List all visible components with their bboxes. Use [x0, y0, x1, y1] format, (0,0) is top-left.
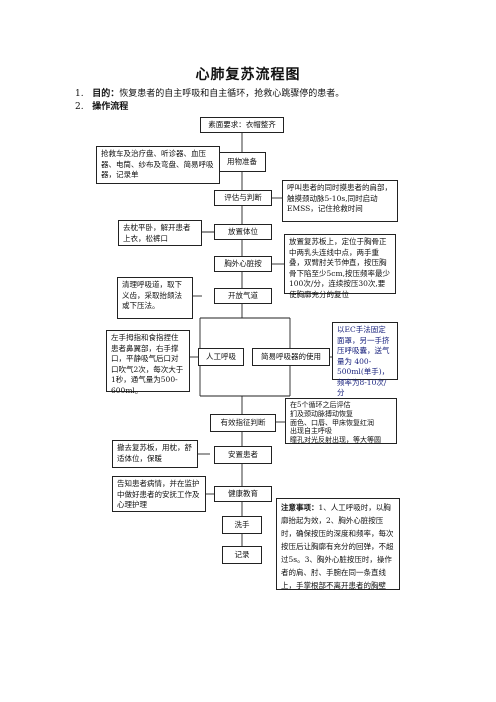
process-label: 操作流程: [92, 102, 129, 112]
assessment-box: 评估与判断: [214, 190, 272, 206]
effectiveness-check-box: 有效指征判断: [210, 414, 276, 432]
supply-preparation-box: 用物准备: [218, 152, 266, 172]
item-number: 1.: [75, 89, 84, 99]
hand-washing-box: 洗手: [222, 516, 262, 534]
position-box: 放置体位: [214, 224, 272, 240]
assessment-note: 呼叫患者的同时摸患者的肩部，触摸颈动脉5-10s,同时启动EMSS，记住抢救时间: [282, 180, 398, 222]
mouth-to-mouth-note: 左手拇指和食指捏住患者鼻翼部，右手撑口，平静吸气后口对口吹气2次，每次大于1秒，…: [106, 330, 190, 395]
supplies-note: 抢救车及治疗盘、听诊器、血压器、电筒、纱布及弯盘、简易呼吸器，记录单: [96, 146, 220, 184]
cautions-body: 1、人工呼吸时，以胸廓抬起为效，2、胸外心脏按压时，确保按压的深度和频率，每次按…: [281, 503, 394, 590]
signs-line: 面色、口唇、甲床恢复红润: [290, 418, 374, 427]
artificial-respiration-box: 人工呼吸: [198, 348, 244, 366]
page-title: 心肺复苏流程图: [195, 67, 301, 83]
open-airway-box: 开放气道: [214, 288, 272, 304]
inform-note: 告知患者病情，并在监护中做好患者的安抚工作及心理护理: [112, 476, 206, 512]
purpose-line: 1. 目的：恢复患者的自主呼吸和自主循环，抢救心跳骤停的患者。: [75, 88, 344, 100]
effective-signs-note: 在5个循环之后评估 扪及颈动脉搏动恢复 面色、口唇、甲床恢复红润 出现自主呼吸 …: [285, 398, 397, 444]
position-note: 去枕平卧，解开患者上衣，松裤口: [118, 220, 202, 246]
airway-note: 清理呼吸道，取下义齿，采取抬颌法或下压法。: [117, 277, 193, 319]
compression-note: 放置复苏板上，定位于胸骨正中两乳头连线中点，两手重叠，双臂肘关节伸直，按压胸骨下…: [284, 234, 396, 299]
settle-patient-box: 安置患者: [214, 446, 272, 464]
signs-line: 扪及颈动脉搏动恢复: [290, 409, 353, 418]
record-box: 记录: [222, 546, 262, 564]
cautions-note: 注意事项：1、人工呼吸时，以胸廓抬起为效，2、胸外心脏按压时，确保按压的深度和频…: [276, 498, 400, 590]
signs-line: 瞳孔对光反射出现，等大等圆: [290, 436, 381, 445]
purpose-text: 恢复患者的自主呼吸和自主循环，抢救心跳骤停的患者。: [119, 89, 345, 99]
chest-compression-box: 胸外心脏按: [214, 256, 272, 272]
purpose-label: 目的：: [92, 89, 120, 99]
signs-line: 在5个循环之后评估: [290, 401, 351, 409]
cautions-title: 注意事项：: [281, 503, 319, 512]
appearance-requirement-box: 素面要求：衣帽整齐: [200, 117, 284, 133]
signs-line: 出现自主呼吸: [290, 427, 332, 436]
health-education-box: 健康教育: [214, 486, 272, 502]
process-line: 2. 操作流程: [75, 101, 128, 113]
bag-valve-mask-box: 简易呼吸器的使用: [252, 348, 330, 366]
settle-note: 撤去复苏板，用枕，舒适体位，保暖: [112, 440, 198, 468]
item-number: 2.: [75, 102, 84, 112]
bag-mask-note: 以EC手法固定面罩，另一手挤压呼吸囊，送气量为 400-500ml(单手)，频率…: [332, 322, 398, 397]
